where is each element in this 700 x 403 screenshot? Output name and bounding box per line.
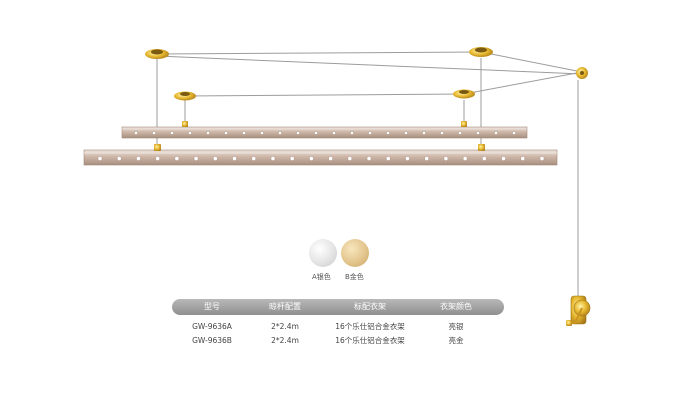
swatch-b-gold [341, 239, 369, 267]
back-rail [121, 126, 528, 139]
cell-model: GW-9636A [192, 322, 232, 331]
swatch-a-silver [309, 239, 337, 267]
rail-hole [260, 131, 264, 135]
rail-hole [152, 131, 156, 135]
rail-hole [116, 156, 122, 161]
rail-hole [422, 131, 426, 135]
rail-hole [206, 131, 210, 135]
swatch-label-a: A银色 [312, 273, 331, 281]
front-rail-holes [97, 156, 545, 161]
rail-hole [476, 131, 480, 135]
ceiling-pulley-icon [145, 49, 169, 59]
header-hangers: 标配衣架 [354, 302, 386, 311]
cell-hanger-color: 亮金 [448, 336, 464, 345]
rail-hole [134, 131, 138, 135]
ceiling-pulley-icon [469, 47, 493, 57]
corner-pulley-icon [576, 67, 588, 79]
rail-hole [386, 131, 390, 135]
ceiling-pulley-icon [453, 89, 475, 99]
rail-hole [242, 131, 246, 135]
header-model: 型号 [204, 302, 220, 311]
rail-hole [278, 131, 282, 135]
cables [156, 51, 583, 300]
rail-hole [174, 156, 180, 161]
rail-hole [155, 156, 160, 161]
cell-hanger-color: 亮银 [448, 322, 464, 331]
rail-hole [405, 156, 410, 161]
rail-hole [368, 131, 372, 135]
rail-clip-icon [182, 121, 188, 127]
front-rail [83, 149, 558, 166]
header-hanger-color: 衣架颜色 [440, 302, 472, 311]
rail-hole [501, 156, 506, 161]
rail-hole [440, 131, 444, 135]
rail-hole [170, 131, 174, 135]
rail-hole [332, 131, 336, 135]
cell-hangers: 16个乐仕铝合金衣架 [335, 336, 405, 345]
rail-clip-icon [478, 144, 485, 151]
cell-rod-config: 2*2.4m [271, 336, 299, 345]
rail-hole [424, 156, 429, 161]
rail-hole [482, 156, 487, 161]
rail-hole [97, 156, 103, 161]
rail-hole [289, 156, 295, 161]
rail-hole [443, 156, 449, 161]
rail-hole [309, 156, 314, 161]
rail-hole [270, 156, 276, 161]
rail-hole [224, 131, 228, 135]
rail-hole [188, 131, 192, 135]
rail-hole [314, 131, 318, 135]
rail-hole [328, 156, 333, 161]
rail-hole [366, 156, 372, 161]
rail-hole [520, 156, 526, 161]
rail-hole [385, 156, 391, 161]
rail-hole [296, 131, 300, 135]
rail-hole [136, 156, 141, 161]
cell-hangers: 16个乐仕铝合金衣架 [335, 322, 405, 331]
rail-hole [494, 131, 498, 135]
rail-hole [251, 156, 257, 161]
rail-hole [232, 156, 237, 161]
rail-hole [404, 131, 408, 135]
rail-hole [539, 156, 545, 161]
rail-clip-icon [154, 144, 161, 151]
spec-table-header: 型号 晾杆配置 标配衣架 衣架颜色 [172, 299, 504, 315]
rail-hole [347, 156, 353, 161]
cell-rod-config: 2*2.4m [271, 322, 299, 331]
rail-hole [512, 131, 516, 135]
header-rod-config: 晾杆配置 [269, 302, 301, 311]
swatch-label-b: B金色 [345, 273, 364, 281]
rail-hole [213, 156, 218, 161]
rail-hole [193, 156, 199, 161]
rail-hole [350, 131, 354, 135]
hand-crank-icon [566, 295, 591, 326]
rail-clip-icon [461, 121, 467, 127]
ceiling-pulley-icon [174, 91, 196, 101]
cell-model: GW-9636B [192, 336, 232, 345]
rail-hole [458, 131, 462, 135]
rail-hole [462, 156, 468, 161]
back-rail-holes [134, 131, 516, 135]
